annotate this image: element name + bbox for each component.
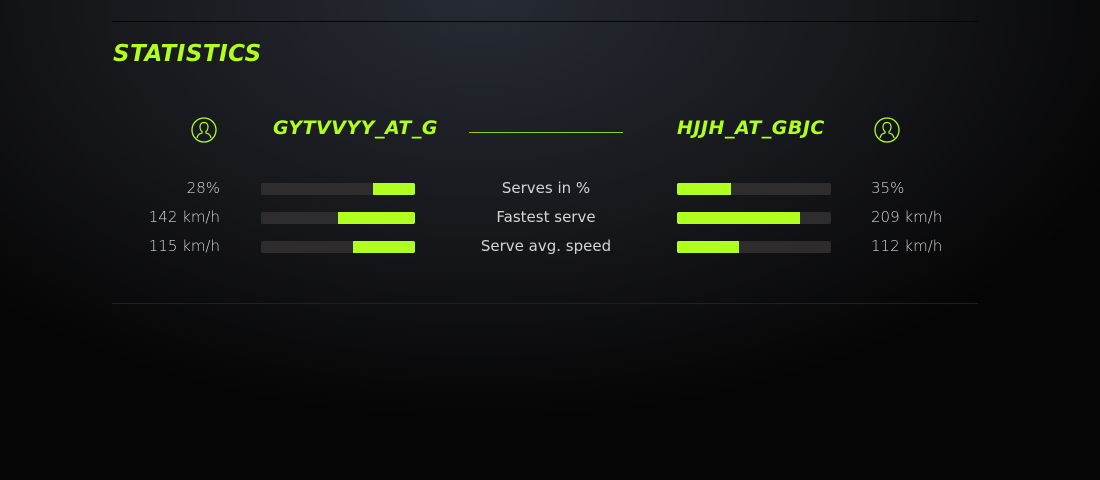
stat-left-value: 142 km/h: [148, 208, 220, 226]
stat-right-bar: [677, 212, 831, 224]
stat-right-bar: [677, 183, 831, 195]
stat-right-value: 112 km/h: [871, 237, 943, 255]
stat-right-bar-fill: [677, 241, 739, 253]
versus-divider: [469, 132, 623, 133]
user-icon: [191, 117, 217, 143]
stat-left-bar-fill: [353, 241, 415, 253]
stat-left-value: 115 km/h: [148, 237, 220, 255]
stat-left-bar-fill: [373, 183, 415, 195]
stat-left-bar: [261, 241, 415, 253]
top-divider: [112, 21, 978, 22]
player-right-name: HJJH_AT_GBJC: [677, 117, 825, 139]
stat-right-bar-fill: [677, 183, 731, 195]
user-icon: [874, 117, 900, 143]
player-left-name: GYTVVYY_AT_G: [273, 117, 438, 139]
stat-right-bar: [677, 241, 831, 253]
stat-left-bar-fill: [338, 212, 415, 224]
stat-label: Fastest serve: [496, 208, 596, 226]
stat-right-value: 209 km/h: [871, 208, 943, 226]
bottom-divider: [112, 303, 978, 304]
stat-right-value: 35%: [871, 179, 905, 197]
stat-right-bar-fill: [677, 212, 801, 224]
stat-label: Serve avg. speed: [480, 237, 612, 255]
stat-left-bar: [261, 212, 415, 224]
stat-label: Serves in %: [501, 179, 591, 197]
section-title: STATISTICS: [113, 41, 262, 67]
stat-left-value: 28%: [186, 179, 220, 197]
stat-left-bar: [261, 183, 415, 195]
